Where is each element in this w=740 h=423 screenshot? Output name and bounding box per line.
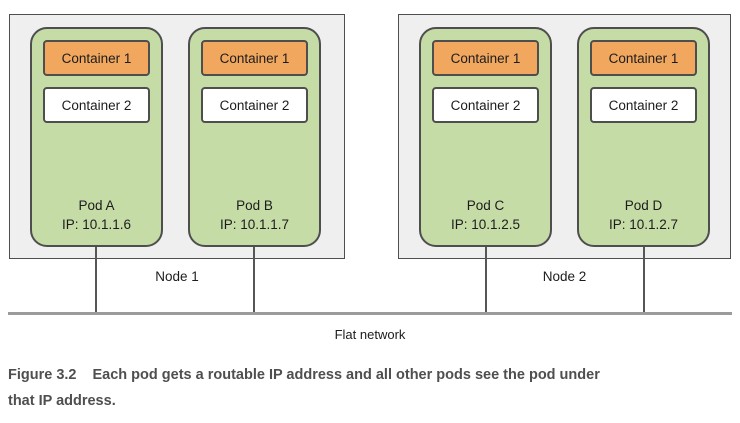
flat-network-line <box>8 312 732 315</box>
container-label: Container 2 <box>61 97 132 113</box>
container-label: Container 2 <box>608 97 679 113</box>
pod-name: Pod A <box>78 198 115 213</box>
pod-d-container-1-box: Container 1 <box>590 40 697 76</box>
pod-a-connector-line <box>95 247 97 313</box>
pod-name: Pod D <box>624 198 663 213</box>
container-label: Container 1 <box>608 50 679 66</box>
pod-ip: IP: 10.1.2.7 <box>608 217 679 232</box>
pod-c-box: Container 1 Container 2 Pod C IP: 10.1.2… <box>419 27 552 247</box>
pod-b-label: Pod B IP: 10.1.1.7 <box>190 196 319 234</box>
pod-b-container-2-box: Container 2 <box>201 87 308 123</box>
pod-network-diagram: Container 1 Container 2 Pod A IP: 10.1.1… <box>8 14 732 342</box>
container-label: Container 1 <box>450 50 521 66</box>
pod-name: Pod C <box>466 198 505 213</box>
pod-c-label: Pod C IP: 10.1.2.5 <box>421 196 550 234</box>
figure-caption: Figure 3.2 Each pod gets a routable IP ad… <box>8 362 724 414</box>
figure-number: Figure 3.2 <box>8 367 77 383</box>
container-label: Container 2 <box>450 97 521 113</box>
node-2-label: Node 2 <box>542 269 587 284</box>
node-1-label: Node 1 <box>155 269 199 284</box>
pod-a-container-1-box: Container 1 <box>43 40 150 76</box>
pod-b-container-1-box: Container 1 <box>201 40 308 76</box>
pod-b-box: Container 1 Container 2 Pod B IP: 10.1.1… <box>188 27 321 247</box>
pod-d-container-2-box: Container 2 <box>590 87 697 123</box>
flat-network-label: Flat network <box>334 327 406 342</box>
pod-ip: IP: 10.1.2.5 <box>450 217 521 232</box>
pod-ip: IP: 10.1.1.7 <box>219 217 290 232</box>
pod-c-container-2-box: Container 2 <box>432 87 539 123</box>
container-label: Container 1 <box>61 50 132 66</box>
caption-line-2: that IP address. <box>8 393 116 409</box>
pod-name: Pod B <box>236 198 273 213</box>
caption-line-1: Figure 3.2 Each pod gets a routable IP ad… <box>8 362 724 388</box>
container-label: Container 2 <box>219 97 290 113</box>
pod-d-label: Pod D IP: 10.1.2.7 <box>579 196 708 234</box>
pod-a-box: Container 1 Container 2 Pod A IP: 10.1.1… <box>30 27 163 247</box>
pod-b-connector-line <box>253 247 255 313</box>
pod-d-connector-line <box>643 247 645 313</box>
container-label: Container 1 <box>219 50 290 66</box>
pod-a-label: Pod A IP: 10.1.1.6 <box>32 196 161 234</box>
caption-text-1: Each pod gets a routable IP address and … <box>92 367 600 383</box>
pod-c-connector-line <box>485 247 487 313</box>
pod-a-container-2-box: Container 2 <box>43 87 150 123</box>
node-1-box: Container 1 Container 2 Pod A IP: 10.1.1… <box>9 14 345 259</box>
pod-ip: IP: 10.1.1.6 <box>61 217 132 232</box>
pod-d-box: Container 1 Container 2 Pod D IP: 10.1.2… <box>577 27 710 247</box>
node-2-box: Container 1 Container 2 Pod C IP: 10.1.2… <box>398 14 731 259</box>
pod-c-container-1-box: Container 1 <box>432 40 539 76</box>
